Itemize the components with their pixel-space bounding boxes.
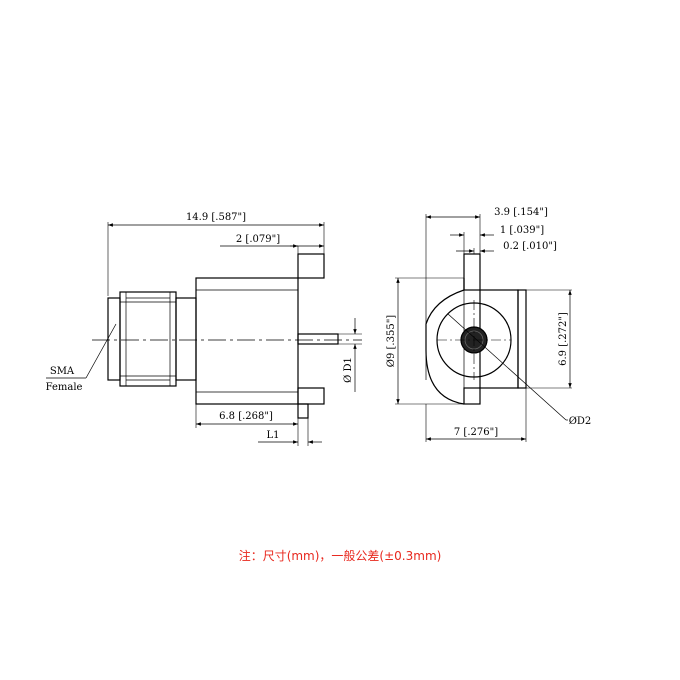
tolerance-note: 注：尺寸(mm)，一般公差(±0.3mm) <box>238 549 442 563</box>
hole-diameter-label: ØD2 <box>569 416 592 427</box>
pin-length-label: L1 <box>266 430 279 441</box>
bottom-leg <box>297 387 325 405</box>
side-view-labels: 14.9 [.587"] 2 [.079"] 6.8 [.268"] L1 Ø … <box>46 212 354 441</box>
inner-height-label: 6.9 [.272"] <box>558 312 569 366</box>
pin-diameter-label: Ø D1 <box>343 357 354 383</box>
top-width-label: 3.9 [.154"] <box>494 207 548 218</box>
front-bottom-tab <box>463 387 481 405</box>
female-label: Female <box>46 382 83 393</box>
top-offset-label: 1 [.039"] <box>500 225 544 236</box>
sma-label: SMA <box>50 366 75 377</box>
body-length-label: 6.8 [.268"] <box>219 411 273 422</box>
top-leg <box>297 253 325 279</box>
flange-offset-label: 2 [.079"] <box>236 234 280 245</box>
sma-thread-body <box>107 297 121 381</box>
overall-length-label: 14.9 [.587"] <box>186 212 246 223</box>
width-label: 7 [.276"] <box>454 427 498 438</box>
front-view <box>395 214 572 442</box>
front-housing <box>425 278 465 405</box>
front-right-block <box>517 289 527 389</box>
front-top-tab <box>463 253 481 291</box>
gap-label: 0.2 [.010"] <box>503 241 557 252</box>
height-label: Ø9 [.355"] <box>386 315 397 368</box>
flange-body <box>195 277 299 405</box>
side-view <box>46 222 362 446</box>
center-pin <box>297 333 339 345</box>
front-view-labels: 3.9 [.154"] 1 [.039"] 0.2 [.010"] Ø9 [.3… <box>386 207 591 438</box>
hole-diameter-leader <box>447 313 567 421</box>
